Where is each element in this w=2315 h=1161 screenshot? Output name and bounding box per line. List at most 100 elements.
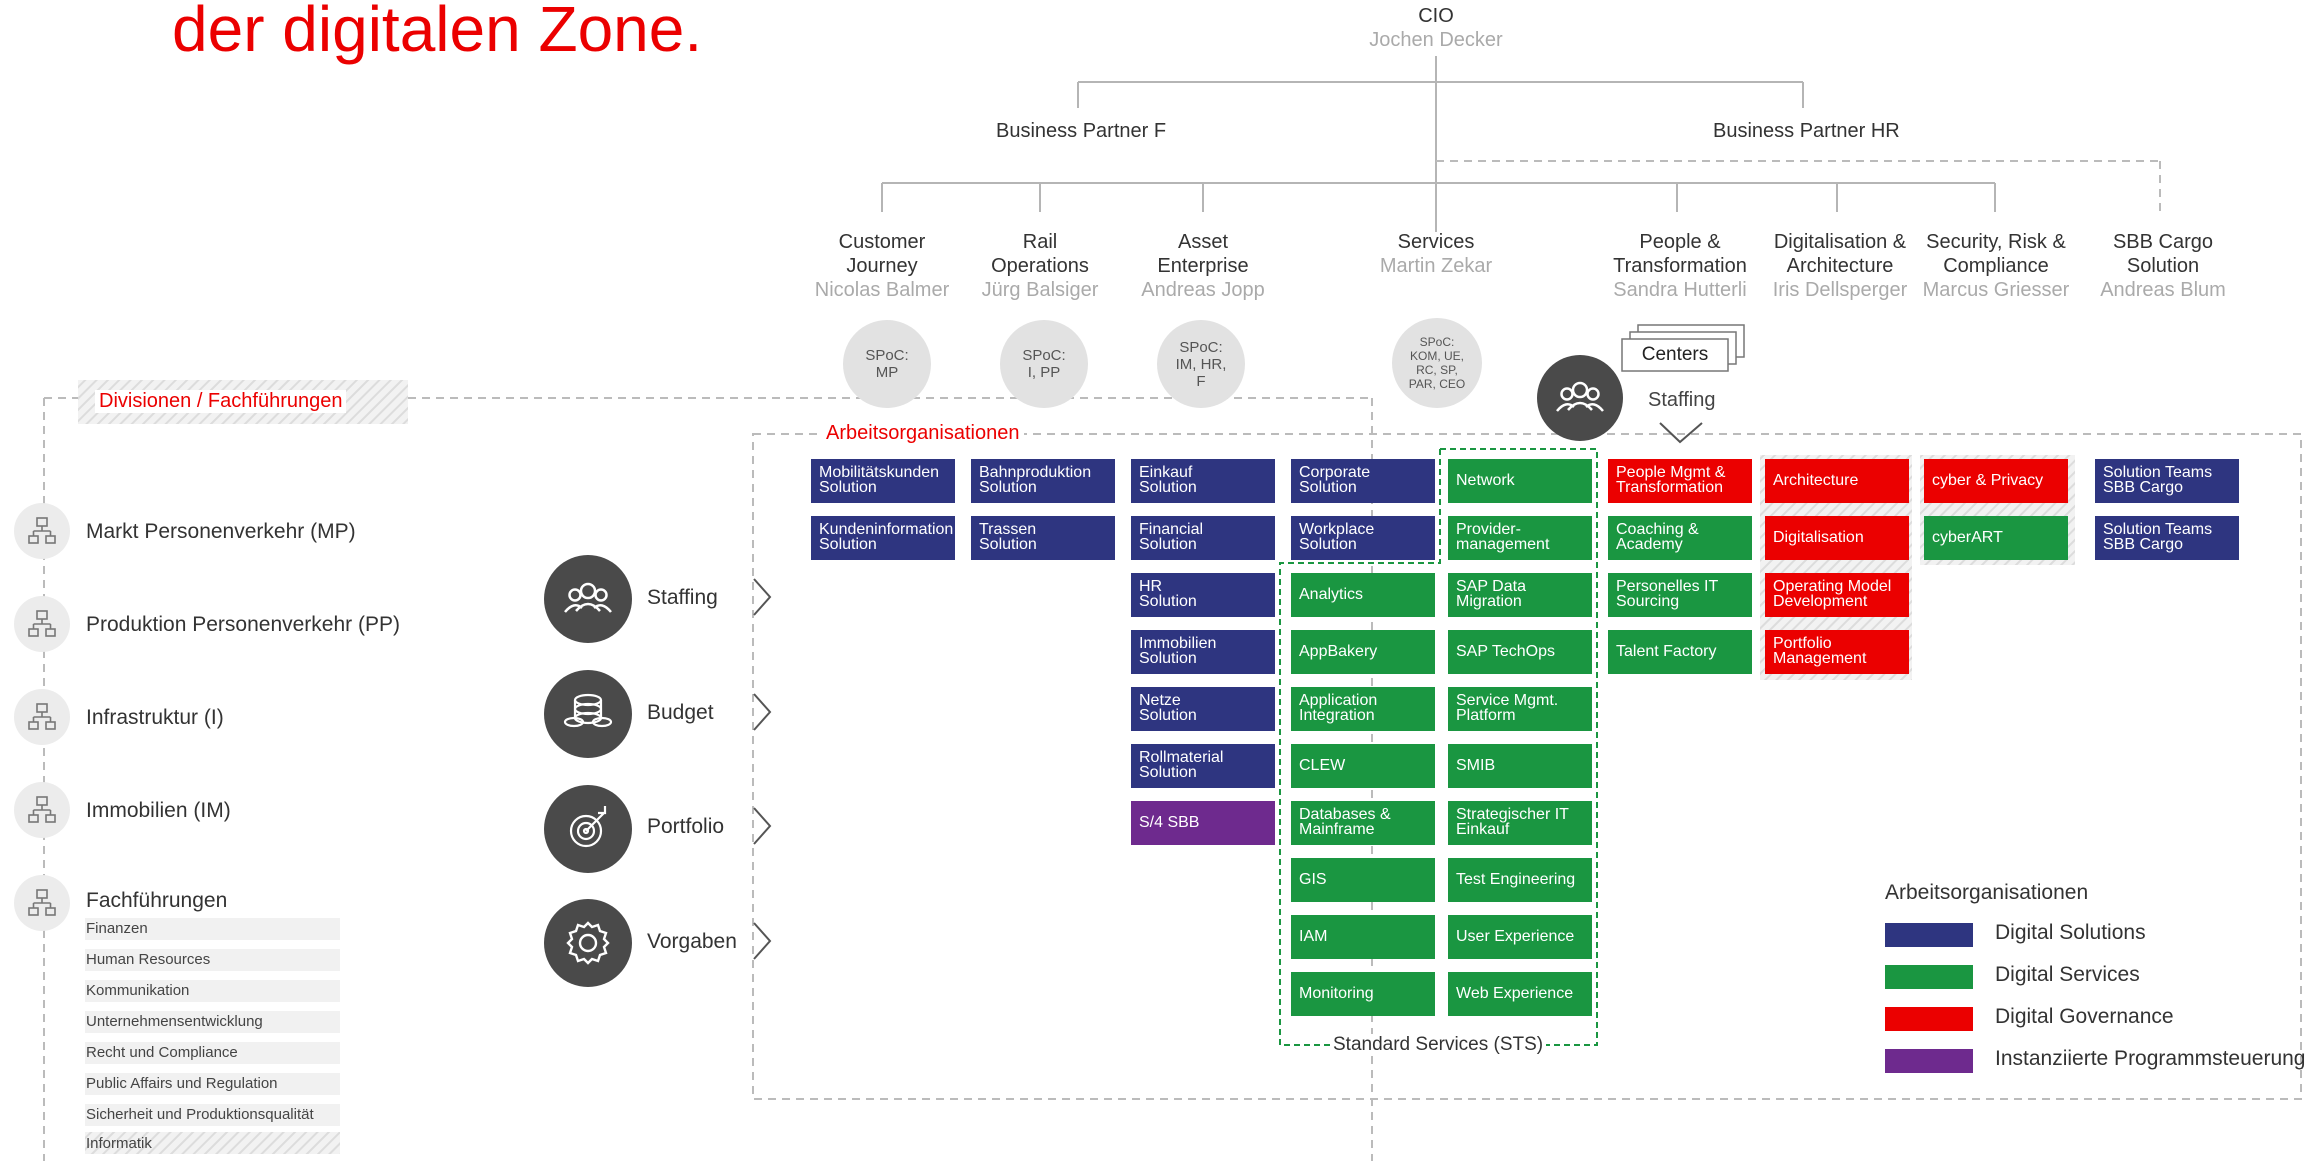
org-chart-icon	[14, 782, 70, 838]
org-box: SAP TechOps	[1448, 630, 1592, 674]
people-icon	[1556, 381, 1604, 412]
unit-title: Rail Operations	[991, 231, 1089, 277]
unit-head: Iris Dellsperger	[1772, 279, 1908, 301]
org-box: Trassen Solution	[971, 516, 1115, 560]
division-im: Immobilien (IM)	[86, 799, 231, 822]
division-i: Infrastruktur (I)	[86, 706, 224, 729]
org-box: People Mgmt & Transformation	[1608, 459, 1752, 503]
staffing-team-icon	[1537, 355, 1623, 441]
divisions-title: Divisionen / Fachführungen	[95, 390, 347, 413]
centers-label: Centers	[1641, 344, 1709, 365]
legend-swatch-services	[1885, 965, 1973, 989]
org-box: S/4 SBB	[1131, 801, 1275, 845]
division-pp: Produktion Personenverkehr (PP)	[86, 613, 400, 636]
org-box: Financial Solution	[1131, 516, 1275, 560]
unit-head: Nicolas Balmer	[814, 279, 950, 301]
process-vorgaben-label: Vorgaben	[647, 930, 737, 953]
org-box: Personelles IT Sourcing	[1608, 573, 1752, 617]
org-box: Architecture	[1765, 459, 1909, 503]
org-box: User Experience	[1448, 915, 1592, 959]
spoc-badge: SPoC: KOM, UE, RC, SP, PAR, CEO	[1392, 318, 1482, 408]
fach-item: Public Affairs und Regulation	[86, 1075, 278, 1092]
cio-name: Jochen Decker	[1369, 29, 1503, 51]
unit-head: Martin Zekar	[1379, 255, 1493, 277]
cio-node: CIO Jochen Decker	[1346, 4, 1526, 52]
fach-item: Informatik	[86, 1135, 152, 1152]
unit-title: SBB Cargo Solution	[2112, 231, 2214, 277]
unit-title: Digitalisation & Architecture	[1773, 231, 1907, 277]
org-box: Bahnproduktion Solution	[971, 459, 1115, 503]
unit-title: Customer Journey	[838, 231, 926, 277]
vorgaben-gear-icon	[544, 899, 632, 987]
org-box: Rollmaterial Solution	[1131, 744, 1275, 788]
spoc-text: SPoC: KOM, UE, RC, SP, PAR, CEO	[1408, 335, 1466, 391]
org-box: Test Engineering	[1448, 858, 1592, 902]
legend-label: Digital Solutions	[1995, 921, 2146, 944]
legend-label: Instanziierte Programmsteuerung	[1995, 1047, 2306, 1070]
staffing-process-icon	[544, 555, 632, 643]
org-box: cyberART	[1924, 516, 2068, 560]
cio-title: CIO	[1418, 5, 1454, 27]
spoc-text: SPoC: MP	[865, 347, 909, 381]
org-box: CLEW	[1291, 744, 1435, 788]
org-box: Mobilitätskunden Solution	[811, 459, 955, 503]
unit-title: Services	[1397, 231, 1475, 253]
fach-item: Finanzen	[86, 920, 148, 937]
unit-head: Andreas Jopp	[1141, 279, 1265, 301]
org-chart-icon	[14, 596, 70, 652]
org-box: Kundeninformation Solution	[811, 516, 955, 560]
legend-swatch-program	[1885, 1049, 1973, 1073]
unit-head: Marcus Griesser	[1922, 279, 2070, 301]
arbeitsorg-title: Arbeitsorganisationen	[821, 422, 1025, 445]
org-box: Digitalisation	[1765, 516, 1909, 560]
spoc-badge: SPoC: IM, HR, F	[1157, 320, 1245, 408]
legend-swatch-governance	[1885, 1007, 1973, 1031]
org-box: Network	[1448, 459, 1592, 503]
org-box: Solution Teams SBB Cargo	[2095, 459, 2239, 503]
legend-title: Arbeitsorganisationen	[1885, 881, 2089, 904]
business-partner-f: Business Partner F	[996, 120, 1167, 142]
org-box: cyber & Privacy	[1924, 459, 2068, 503]
unit-head: Sandra Hutterli	[1613, 279, 1747, 301]
unit-head: Andreas Blum	[2100, 279, 2226, 301]
org-box: SAP Data Migration	[1448, 573, 1592, 617]
org-box: Portfolio Management	[1765, 630, 1909, 674]
org-box: Immobilien Solution	[1131, 630, 1275, 674]
org-box: Web Experience	[1448, 972, 1592, 1016]
process-staffing-label: Staffing	[647, 586, 718, 609]
spoc-badge: SPoC: I, PP	[1000, 320, 1088, 408]
process-budget-label: Budget	[647, 701, 714, 724]
fach-item: Unternehmensentwicklung	[86, 1013, 263, 1030]
org-box: Provider- management	[1448, 516, 1592, 560]
org-box: Databases & Mainframe	[1291, 801, 1435, 845]
org-box: SMIB	[1448, 744, 1592, 788]
legend-label: Digital Governance	[1995, 1005, 2174, 1028]
org-box: Talent Factory	[1608, 630, 1752, 674]
org-box: Application Integration	[1291, 687, 1435, 731]
process-portfolio-label: Portfolio	[647, 815, 725, 838]
headline: der digitalen Zone.	[172, 0, 703, 65]
org-chart-icon	[14, 689, 70, 745]
fach-item: Human Resources	[86, 951, 211, 968]
budget-coins-icon	[544, 670, 632, 758]
org-box: Workplace Solution	[1291, 516, 1435, 560]
org-box: HR Solution	[1131, 573, 1275, 617]
spoc-text: SPoC: IM, HR, F	[1175, 338, 1227, 390]
org-box: Einkauf Solution	[1131, 459, 1275, 503]
unit-title: People & Transformation	[1613, 231, 1747, 277]
sts-label: Standard Services (STS)	[1330, 1034, 1547, 1056]
spoc-text: SPoC: I, PP	[1022, 347, 1066, 381]
org-box: GIS	[1291, 858, 1435, 902]
division-fachfuehrungen: Fachführungen	[86, 889, 228, 912]
unit-title: Security, Risk & Compliance	[1926, 231, 2066, 277]
legend-swatch-solutions	[1885, 923, 1973, 947]
org-box: AppBakery	[1291, 630, 1435, 674]
legend-label: Digital Services	[1995, 963, 2140, 986]
org-box: Strategischer IT Einkauf	[1448, 801, 1592, 845]
fach-item: Sicherheit und Produktionsqualität	[86, 1106, 314, 1123]
